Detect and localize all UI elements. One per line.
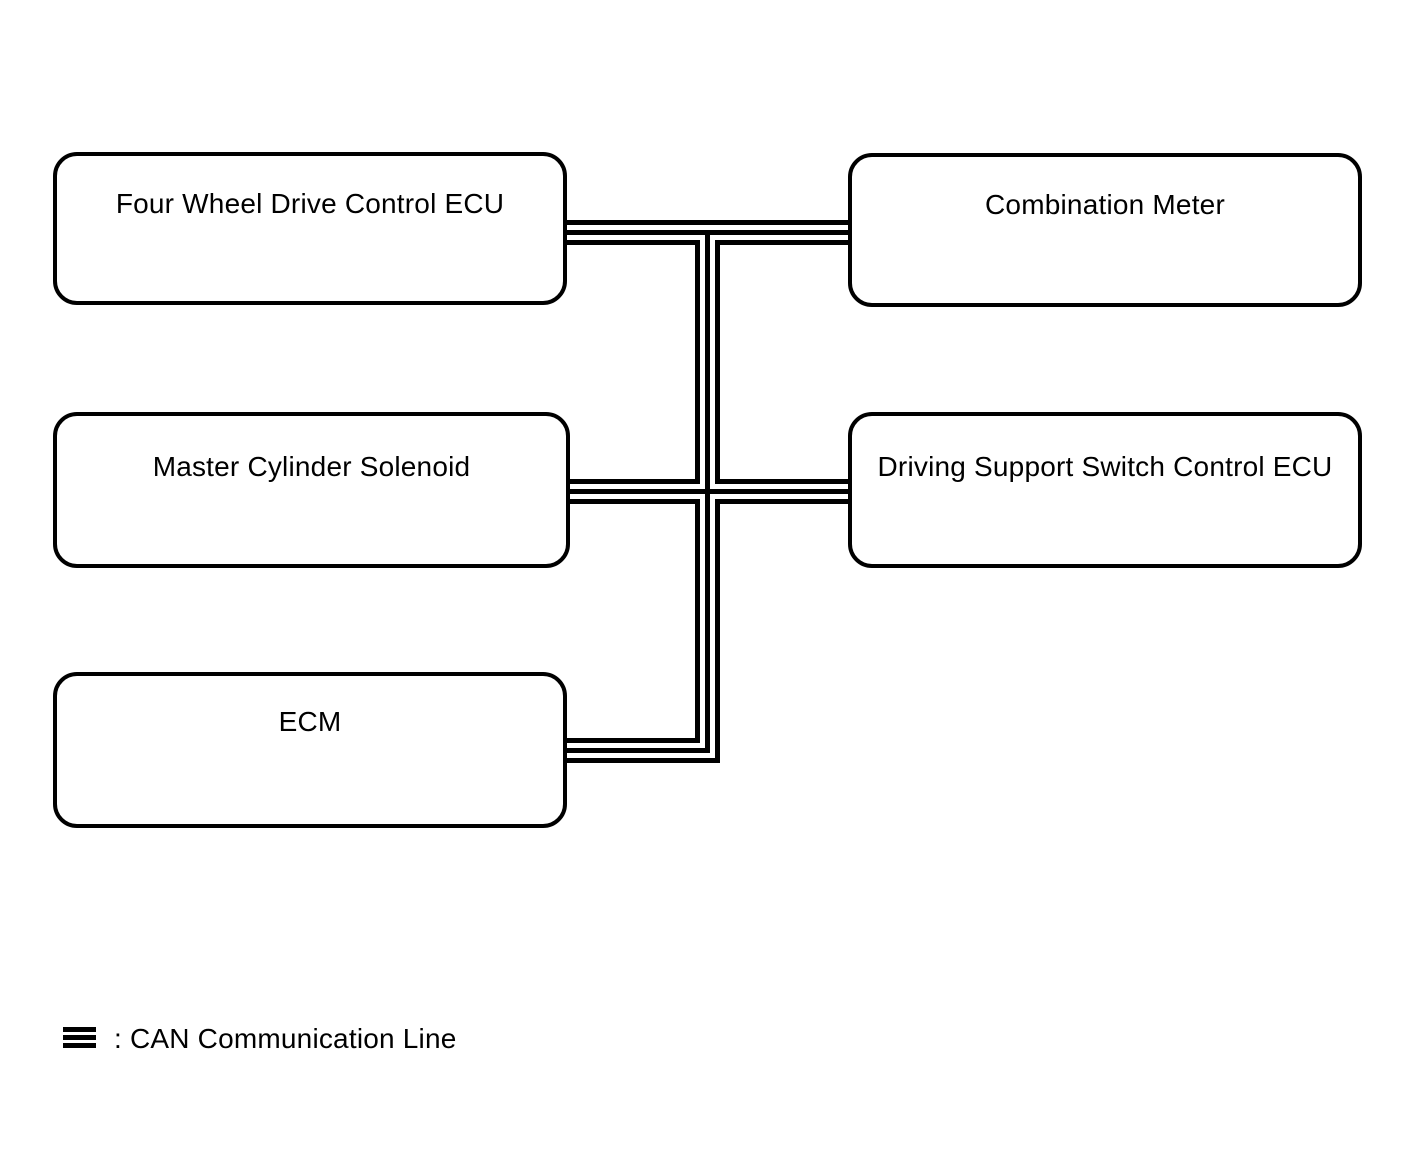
- can-bus-line-segment: [715, 479, 848, 484]
- legend-label: : CAN Communication Line: [114, 1023, 457, 1054]
- can-bus-line-segment: [567, 748, 710, 753]
- can-bus-line-segment: [715, 240, 848, 245]
- node-label: Master Cylinder Solenoid: [152, 451, 471, 482]
- can-bus-line-segment: [695, 499, 700, 743]
- can-bus-line-segment: [567, 240, 700, 245]
- can-bus-line-segment: [567, 230, 848, 235]
- node-label: Combination Meter: [985, 189, 1225, 220]
- can-bus-line-segment: [705, 235, 710, 753]
- node-driving-support-switch-control-ecu: Driving Support Switch Control ECU: [848, 412, 1362, 568]
- can-bus-line-segment: [715, 240, 720, 484]
- node-combination-meter: Combination Meter: [848, 153, 1362, 307]
- node-ecm: ECM: [53, 672, 567, 828]
- can-bus-line-segment: [570, 479, 700, 484]
- can-bus-line-segment: [570, 489, 848, 494]
- can-bus-line-segment: [695, 240, 700, 484]
- can-line-symbol-bar: [63, 1027, 96, 1032]
- can-bus-line-segment: [570, 499, 700, 504]
- node-master-cylinder-solenoid: Master Cylinder Solenoid: [53, 412, 570, 568]
- can-bus-line-segment: [567, 758, 720, 763]
- node-four-wheel-drive-control-ecu: Four Wheel Drive Control ECU: [53, 152, 567, 305]
- can-bus-line-segment: [715, 499, 720, 763]
- can-line-symbol-bar: [63, 1043, 96, 1048]
- can-bus-line-segment: [715, 499, 848, 504]
- node-label: Driving Support Switch Control ECU: [877, 451, 1333, 482]
- can-bus-line-segment: [567, 738, 700, 743]
- can-bus-line-segment: [567, 220, 848, 225]
- node-label: Four Wheel Drive Control ECU: [115, 188, 505, 219]
- can-line-symbol-bar: [63, 1035, 96, 1040]
- node-label: ECM: [278, 706, 342, 737]
